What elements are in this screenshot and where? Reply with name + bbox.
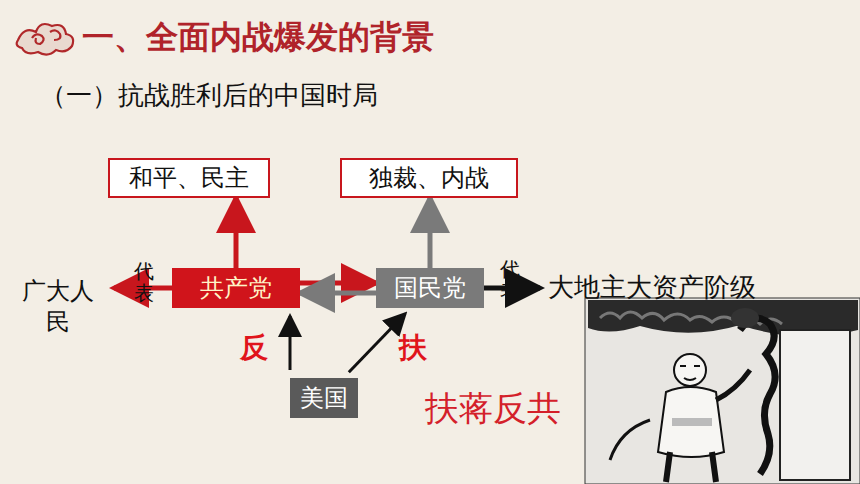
party-box: 共产党 [172,268,300,308]
relation-label: 代表 [134,260,154,304]
edge-label: 反 [240,329,268,367]
party-box: 国民党 [376,268,484,308]
node-text: 美国 [300,382,348,414]
slide-title: 一、全面内战爆发的背景 [82,16,434,60]
node-text: 共产党 [200,272,272,304]
relation-label: 代表 [500,258,520,302]
node-text: 国民党 [394,272,466,304]
outcome-box: 独裁、内战 [340,158,518,198]
summary-note: 扶蒋反共 [425,386,561,432]
cloud-ornament [17,24,73,55]
group-label: 广大人民 [20,276,96,338]
node-text: 和平、民主 [129,162,249,194]
connector-arrow [430,198,431,268]
connector-arrow [300,283,376,284]
connector-arrow [349,314,405,372]
group-label: 大地主大资产阶级 [548,270,756,305]
connector-arrow [300,293,376,294]
connector-arrow [236,198,237,268]
cartoon-illustration [585,298,860,484]
outcome-box: 和平、民主 [108,158,270,198]
country-box: 美国 [290,378,358,418]
node-text: 独裁、内战 [369,162,489,194]
subtitle: （一）抗战胜利后的中国时局 [40,78,378,113]
connector-arrow [290,316,291,370]
edge-label: 扶 [399,329,427,367]
